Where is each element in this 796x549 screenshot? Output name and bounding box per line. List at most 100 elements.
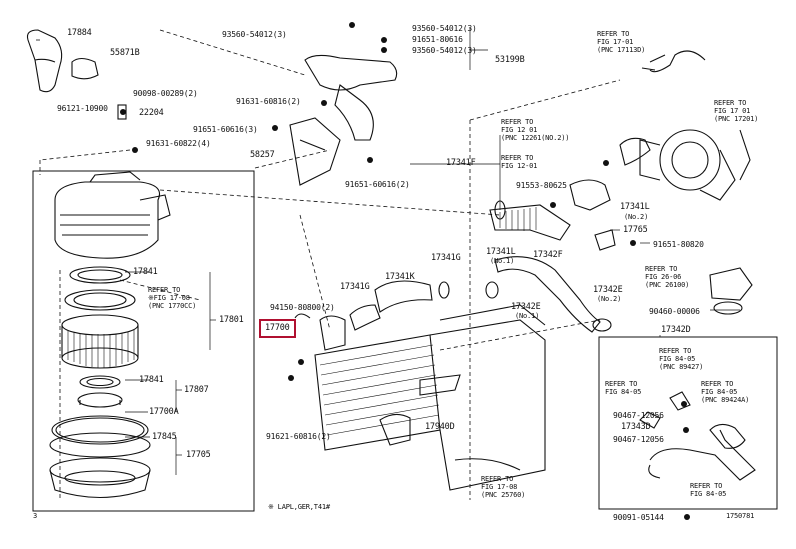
ref-line: FIG 84-05 — [605, 388, 642, 396]
ref-line: FIG 84-05 — [701, 388, 738, 396]
air-cleaner-group-frame — [32, 170, 255, 512]
part-label-17341l-2[interactable]: 17341L — [620, 202, 650, 212]
part-label-91631-60816[interactable]: 91631-60816(2) — [236, 97, 301, 106]
ref-line: (PNC 1770CC) — [148, 302, 197, 310]
part-label-96121[interactable]: 96121-10900 — [57, 104, 108, 113]
part-label-17700-selected[interactable]: 17700 — [259, 319, 296, 338]
part-label-17765[interactable]: 17765 — [623, 225, 648, 235]
intake-hose-assembly — [26, 29, 398, 186]
ref-line: REFER TO — [148, 286, 181, 294]
part-label-17342d[interactable]: 17342D — [661, 325, 691, 335]
part-label-91621[interactable]: 91621-60816(2) — [266, 432, 331, 441]
part-label-17341g-1[interactable]: 17341G — [340, 282, 370, 292]
ref-fig-84-05-a[interactable]: REFER TO FIG 84-05 — [605, 380, 641, 396]
part-label-90467-b[interactable]: 90467-12056 — [613, 435, 664, 444]
ref-fig-12-01-12261[interactable]: REFER TO FIG 12 01 (PNC 12261(NO.2)) — [501, 118, 569, 142]
part-label-17841-upper[interactable]: 17841 — [133, 267, 158, 277]
ref-line: FIG 17-08 — [481, 483, 518, 491]
part-label-17341l-1[interactable]: 17341L — [486, 247, 516, 257]
part-label-58257[interactable]: 58257 — [250, 150, 275, 160]
part-label-93560-b[interactable]: 93560-54012(3) — [412, 24, 477, 33]
ref-line: ※FIG 17-08 — [148, 294, 190, 302]
ref-line: (PNC 17201) — [714, 115, 759, 123]
ref-line: (PNC 17113D) — [597, 46, 646, 54]
part-label-90091[interactable]: 90091-05144 — [613, 513, 664, 522]
ref-fig-12-01[interactable]: REFER TO FIG 12-01 — [501, 154, 537, 170]
ref-fig-17-01-17113d[interactable]: REFER TO FIG 17-01 (PNC 17113D) — [597, 30, 645, 54]
part-label-53199b[interactable]: 53199B — [495, 55, 525, 65]
part-label-17341g-2[interactable]: 17341G — [431, 253, 461, 263]
part-label-17342e-1-note: (No.1) — [515, 312, 540, 320]
part-label-17341f[interactable]: 17341F — [446, 158, 476, 168]
hose-pipes — [349, 137, 651, 333]
part-label-22204[interactable]: 22204 — [139, 108, 164, 118]
air-cleaner-assembly — [49, 171, 171, 499]
part-label-90460[interactable]: 90460-00006 — [649, 307, 700, 316]
ref-line: REFER TO — [714, 99, 747, 107]
ref-line: FIG 12 01 — [501, 126, 538, 134]
ref-fig-17-01-17201[interactable]: REFER TO FIG 17 01 (PNC 17201) — [714, 99, 758, 123]
turbocharger — [639, 50, 751, 201]
part-label-17341k[interactable]: 17341K — [385, 272, 415, 282]
ref-line: FIG 12-01 — [501, 162, 538, 170]
pipe-group-frame — [598, 336, 778, 510]
ref-line: FIG 84-05 — [690, 490, 727, 498]
ref-line: (PNC 89424A) — [701, 396, 750, 404]
part-label-93560-a[interactable]: 93560-54012(3) — [222, 30, 287, 39]
part-label-17884[interactable]: 17884 — [67, 28, 92, 38]
part-label-17700a[interactable]: 17700A — [149, 407, 179, 417]
ref-line: (PNC 25760) — [481, 491, 526, 499]
footnote: ※ LAPL,GER,T41# — [268, 503, 330, 511]
ref-fig-17-08-1770cc[interactable]: REFER TO ※FIG 17-08 (PNC 1770CC) — [148, 286, 196, 310]
ref-line: REFER TO — [645, 265, 678, 273]
ref-line: FIG 17 01 — [714, 107, 751, 115]
part-label-93560-c[interactable]: 93560-54012(3) — [412, 46, 477, 55]
part-label-91651-60616-3[interactable]: 91651-60616(3) — [193, 125, 258, 134]
part-label-94150[interactable]: 94150-80800(2) — [270, 303, 335, 312]
ref-fig-84-05-b[interactable]: REFER TO FIG 84-05 — [690, 482, 726, 498]
ref-line: FIG 26-06 — [645, 273, 682, 281]
part-label-91631-60822[interactable]: 91631-60822(4) — [146, 139, 211, 148]
ref-line: FIG 17-01 — [597, 38, 634, 46]
page-marker: 3 — [33, 512, 38, 520]
intercooler — [294, 304, 546, 491]
part-label-17342e-1[interactable]: 17342E — [511, 302, 541, 312]
lower-pipe-assembly — [639, 267, 756, 481]
part-label-17841-lower[interactable]: 17841 — [139, 375, 164, 385]
part-label-55871b[interactable]: 55871B — [110, 48, 140, 58]
ref-line: REFER TO — [501, 154, 534, 162]
part-label-17705[interactable]: 17705 — [186, 450, 211, 460]
ref-line: REFER TO — [690, 482, 723, 490]
part-label-17845[interactable]: 17845 — [152, 432, 177, 442]
ref-line: REFER TO — [481, 475, 514, 483]
ref-line: (PNC 26100) — [645, 281, 690, 289]
part-label-90467-a[interactable]: 90467-12056 — [613, 411, 664, 420]
ref-fig-84-05-89427[interactable]: REFER TO FIG 84-05 (PNC 89427) — [659, 347, 703, 371]
part-label-17807[interactable]: 17807 — [184, 385, 209, 395]
part-label-17801[interactable]: 17801 — [219, 315, 244, 325]
part-label-17342f[interactable]: 17342F — [533, 250, 563, 260]
ref-line: REFER TO — [501, 118, 534, 126]
ref-line: REFER TO — [659, 347, 692, 355]
ref-line: FIG 84-05 — [659, 355, 696, 363]
ref-fig-84-05-89424a[interactable]: REFER TO FIG 84-05 (PNC 89424A) — [701, 380, 749, 404]
part-label-91553[interactable]: 91553-80625 — [516, 181, 567, 190]
part-label-17341l-2-note: (No.2) — [624, 213, 649, 221]
part-label-17940d[interactable]: 17940D — [425, 422, 455, 432]
ref-line: REFER TO — [597, 30, 630, 38]
part-label-91651-80820[interactable]: 91651-80820 — [653, 240, 704, 249]
ref-fig-26-06[interactable]: REFER TO FIG 26-06 (PNC 26100) — [645, 265, 689, 289]
ref-line: REFER TO — [701, 380, 734, 388]
part-label-17342e-2-note: (No.2) — [597, 295, 622, 303]
part-label-17343d[interactable]: 17343D — [621, 422, 651, 432]
part-label-17342e-2[interactable]: 17342E — [593, 285, 623, 295]
part-label-17341l-1-note: (No.1) — [490, 257, 515, 265]
part-label-91651-60616-2[interactable]: 91651-60616(2) — [345, 180, 410, 189]
part-label-91651-80616[interactable]: 91651-80616 — [412, 35, 463, 44]
part-label-90098[interactable]: 90098-00289(2) — [133, 89, 198, 98]
ref-fig-17-08-25760[interactable]: REFER TO FIG 17-08 (PNC 25760) — [481, 475, 525, 499]
ref-line: (PNC 89427) — [659, 363, 704, 371]
illustration-number: 1750781 — [726, 512, 755, 520]
ref-line: (PNC 12261(NO.2)) — [501, 134, 570, 142]
